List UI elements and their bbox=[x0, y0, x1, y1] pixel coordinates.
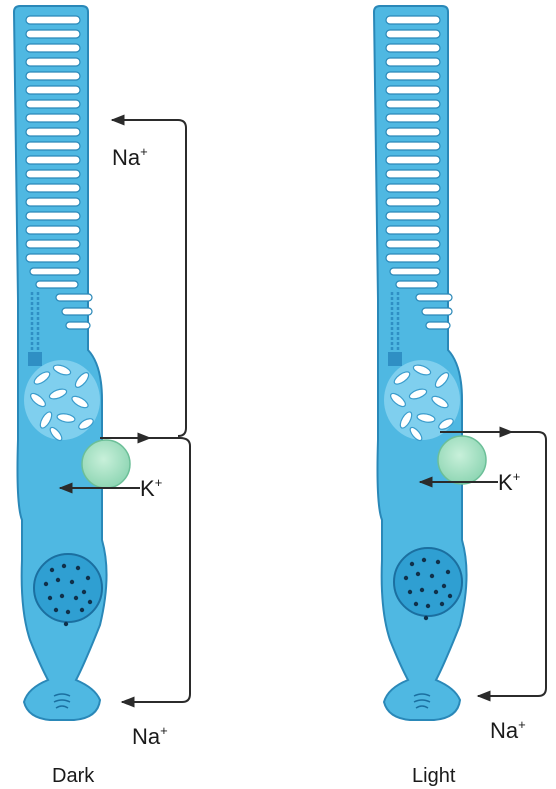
light-na-bottom-label: Na+ bbox=[490, 717, 526, 743]
dark-caption: Dark bbox=[52, 765, 95, 787]
light-rod-cell bbox=[374, 6, 486, 720]
dark-k-label: K+ bbox=[140, 475, 162, 501]
dark-na-top-label: Na+ bbox=[112, 144, 148, 170]
light-caption: Light bbox=[412, 765, 456, 787]
dark-panel: Na+ K+ Na+ Dark bbox=[14, 6, 190, 787]
light-k-label: K+ bbox=[498, 469, 520, 495]
dark-rod-cell bbox=[14, 6, 130, 720]
light-panel: K+ Na+ Light bbox=[374, 6, 546, 787]
light-na-k-pump bbox=[438, 436, 486, 484]
dark-na-bottom-label: Na+ bbox=[132, 723, 168, 749]
dark-na-k-pump bbox=[82, 440, 130, 488]
